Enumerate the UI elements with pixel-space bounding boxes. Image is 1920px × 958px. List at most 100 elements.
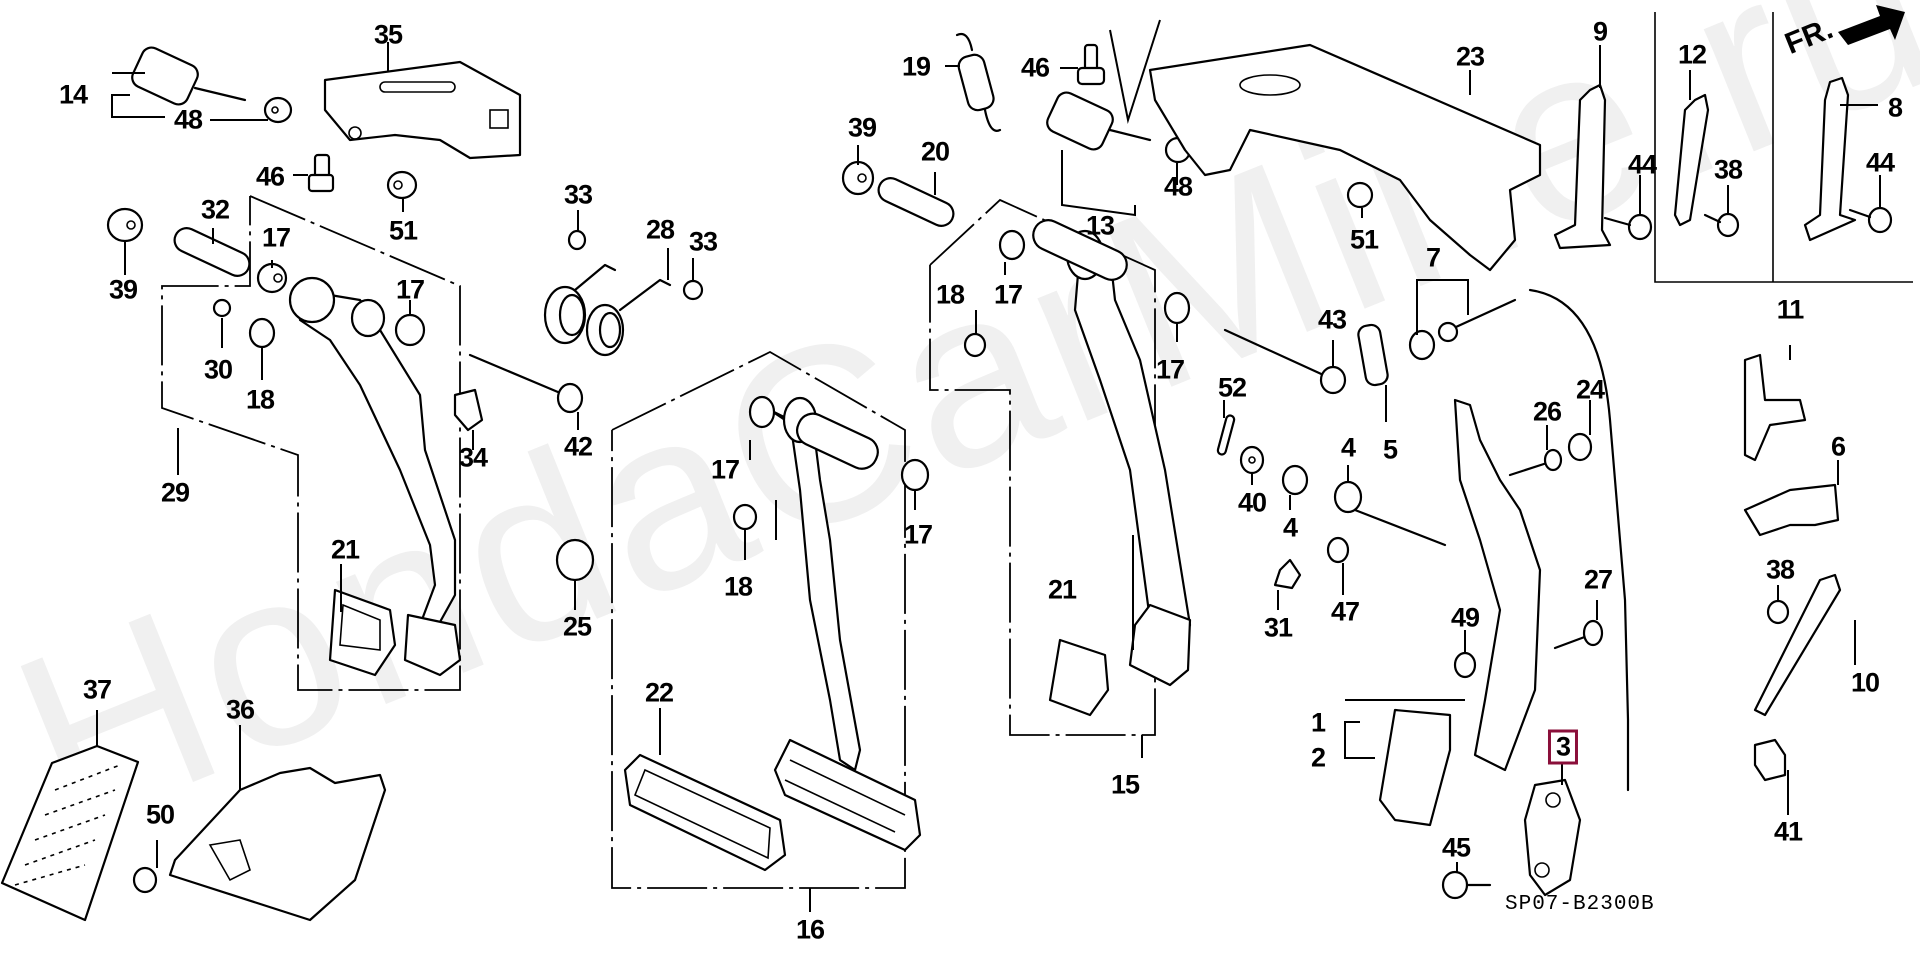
part-18-stopper-c[interactable]: [732, 503, 758, 531]
callout-36[interactable]: 36: [225, 694, 255, 725]
callout-11[interactable]: 11: [1776, 294, 1805, 325]
part-46-bolt-b[interactable]: [1076, 43, 1106, 86]
part-50-clip[interactable]: [132, 866, 158, 894]
part-40-washer[interactable]: [1239, 445, 1265, 475]
callout-18[interactable]: 18: [245, 384, 275, 415]
callout-10[interactable]: 10: [1850, 667, 1880, 698]
part-47-nut[interactable]: [1326, 536, 1350, 564]
callout-41[interactable]: 41: [1773, 816, 1803, 847]
callout-19[interactable]: 19: [901, 51, 931, 82]
part-5-spring[interactable]: [1357, 323, 1389, 387]
part-8-bracket[interactable]: [1803, 76, 1857, 242]
part-12-bracket[interactable]: [1673, 93, 1710, 227]
part-10-bracket[interactable]: [1753, 573, 1842, 717]
callout-38[interactable]: 38: [1765, 554, 1795, 585]
part-51-nut[interactable]: [386, 170, 418, 200]
part-45-bolt[interactable]: [1441, 870, 1492, 900]
callout-33[interactable]: 33: [688, 226, 718, 257]
callout-46[interactable]: 46: [1020, 52, 1050, 83]
part-6-clip[interactable]: [1743, 483, 1840, 537]
part-25-stopper[interactable]: [555, 538, 595, 582]
callout-34[interactable]: 34: [458, 442, 488, 473]
part-37-floor-pad[interactable]: [0, 744, 140, 922]
callout-51[interactable]: 51: [388, 215, 418, 246]
part-17-bushing-e[interactable]: [998, 229, 1026, 261]
callout-5[interactable]: 5: [1382, 434, 1398, 465]
callout-33[interactable]: 33: [563, 179, 593, 210]
part-39-bushing[interactable]: [106, 207, 144, 243]
callout-4[interactable]: 4: [1340, 432, 1356, 463]
part-44-bolt-b[interactable]: [1848, 206, 1893, 234]
callout-31[interactable]: 31: [1263, 612, 1293, 643]
callout-22[interactable]: 22: [644, 677, 674, 708]
callout-24[interactable]: 24: [1575, 374, 1605, 405]
callout-45[interactable]: 45: [1441, 832, 1471, 863]
callout-29[interactable]: 29: [160, 477, 190, 508]
part-18-stopper-b[interactable]: [963, 332, 987, 358]
part-46-bolt[interactable]: [307, 153, 335, 193]
callout-42[interactable]: 42: [563, 431, 593, 462]
callout-23[interactable]: 23: [1455, 41, 1485, 72]
callout-18[interactable]: 18: [723, 571, 753, 602]
callout-6[interactable]: 6: [1830, 431, 1846, 462]
callout-39[interactable]: 39: [847, 112, 877, 143]
callout-30[interactable]: 30: [203, 354, 233, 385]
part-17-bushing[interactable]: [256, 262, 288, 294]
part-35-bracket[interactable]: [323, 60, 522, 160]
part-22-pedal-pad[interactable]: [623, 753, 787, 872]
callout-17[interactable]: 17: [903, 519, 933, 550]
callout-49[interactable]: 49: [1450, 602, 1480, 633]
part-38-bolt-b[interactable]: [1766, 599, 1790, 625]
part-19-spring[interactable]: [955, 32, 1002, 132]
callout-28[interactable]: 28: [645, 214, 675, 245]
part-4-bushing[interactable]: [1281, 464, 1309, 496]
part-21-pedal-pad-b[interactable]: [1048, 638, 1110, 717]
part-49-nut[interactable]: [1453, 651, 1477, 679]
callout-9[interactable]: 9: [1592, 16, 1608, 47]
callout-14[interactable]: 14: [58, 79, 88, 110]
callout-20[interactable]: 20: [920, 136, 950, 167]
part-1-accelerator-pedal[interactable]: [1353, 398, 1542, 772]
part-30-collar[interactable]: [212, 298, 232, 318]
part-28-spring[interactable]: [543, 263, 672, 357]
callout-17[interactable]: 17: [993, 279, 1023, 310]
part-21-pedal-pad[interactable]: [328, 588, 397, 677]
part-32-shaft[interactable]: [171, 224, 254, 280]
callout-46[interactable]: 46: [255, 161, 285, 192]
part-39-bushing-b[interactable]: [841, 160, 875, 196]
callout-17[interactable]: 17: [1155, 354, 1185, 385]
callout-17[interactable]: 17: [261, 222, 291, 253]
callout-38[interactable]: 38: [1713, 154, 1743, 185]
part-41-clip[interactable]: [1753, 738, 1787, 782]
part-2-pedal-pad[interactable]: [1378, 708, 1452, 827]
part-11-bracket[interactable]: [1743, 353, 1807, 462]
part-17-bushing-f[interactable]: [1163, 291, 1191, 325]
callout-21[interactable]: 21: [1047, 574, 1077, 605]
callout-15[interactable]: 15: [1110, 769, 1140, 800]
part-7-adjuster[interactable]: [1408, 298, 1517, 361]
part-17-bushing-c[interactable]: [748, 395, 776, 429]
callout-4[interactable]: 4: [1282, 512, 1298, 543]
part-34-clip[interactable]: [453, 388, 484, 432]
callout-8[interactable]: 8: [1887, 92, 1903, 123]
part-4-bushing-b[interactable]: [1333, 480, 1363, 514]
part-24-nut[interactable]: [1567, 432, 1593, 462]
callout-17[interactable]: 17: [710, 454, 740, 485]
part-29-clutch-pedal[interactable]: [288, 276, 462, 677]
callout-3-highlighted[interactable]: 3: [1547, 729, 1579, 765]
callout-1[interactable]: 1: [1310, 707, 1326, 738]
part-48-nut[interactable]: [263, 96, 293, 124]
callout-47[interactable]: 47: [1330, 596, 1360, 627]
callout-37[interactable]: 37: [82, 674, 112, 705]
part-23-pedal-bracket[interactable]: [1148, 43, 1542, 272]
part-27-bolt[interactable]: [1553, 619, 1604, 650]
part-9-bracket[interactable]: [1553, 83, 1612, 250]
callout-50[interactable]: 50: [145, 799, 175, 830]
part-36-heel-pad[interactable]: [168, 766, 387, 922]
callout-27[interactable]: 27: [1583, 564, 1613, 595]
part-51-nut-b[interactable]: [1346, 181, 1374, 209]
callout-2[interactable]: 2: [1310, 742, 1326, 773]
callout-26[interactable]: 26: [1532, 396, 1562, 427]
part-3-pedal-stopper[interactable]: [1523, 778, 1582, 897]
callout-52[interactable]: 52: [1217, 372, 1247, 403]
